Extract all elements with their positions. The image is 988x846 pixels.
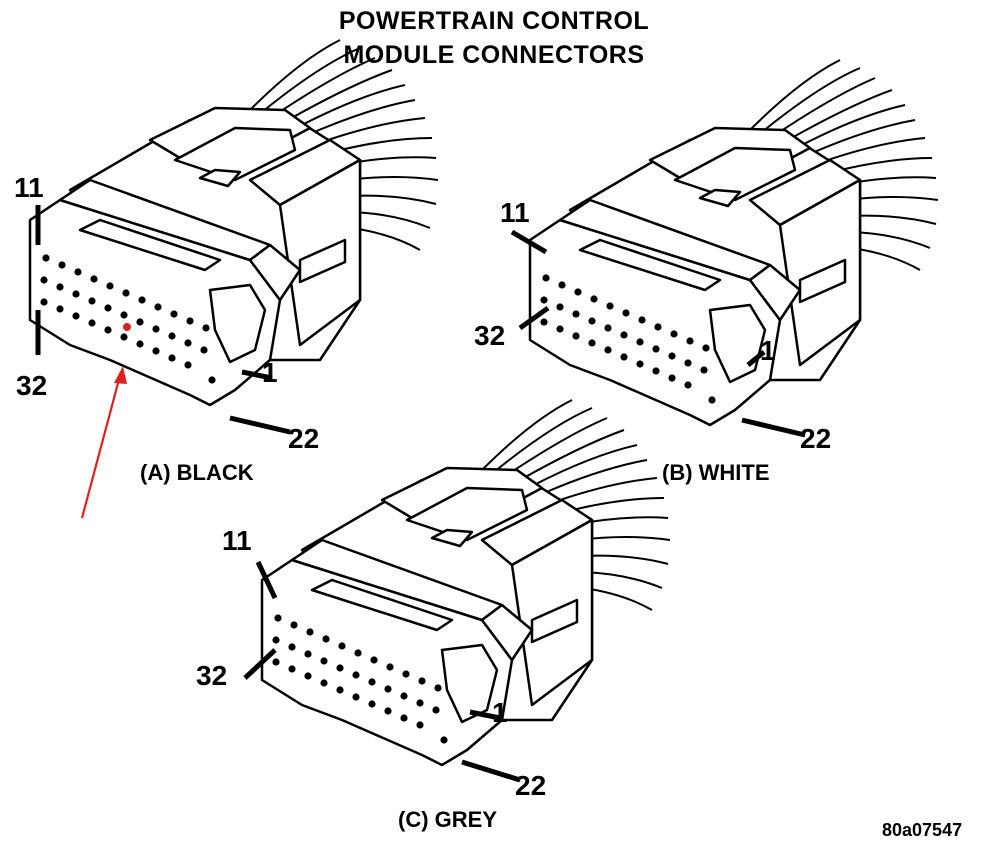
connector-a-pin-11-label: 11: [14, 172, 44, 203]
annotation-arrow: [80, 371, 123, 519]
connector-c-pin-11-label: 11: [222, 525, 252, 556]
connector-a-caption: (A) BLACK: [140, 460, 254, 485]
connector-b-pin-11-label: 11: [500, 197, 530, 228]
connector-b-pin-1-label: 1: [760, 335, 776, 366]
diagram-title-line1: POWERTRAIN CONTROL: [338, 7, 650, 35]
connector-a-pin-1-label: 1: [262, 357, 278, 388]
connector-c: 11 32 1 22 (C) GREY: [196, 398, 672, 832]
connector-a: 11 32 1 22 (A) BLACK: [14, 38, 440, 519]
connector-a-pin-32-label: 32: [16, 370, 47, 401]
annotation-arrow-head: [114, 366, 127, 384]
connector-b-pin-32-label: 32: [474, 320, 505, 351]
diagram-title-line2: MODULE CONNECTORS: [343, 41, 645, 69]
connector-b-pin-22-label: 22: [800, 423, 831, 454]
connector-a-pin-22-label: 22: [288, 423, 319, 454]
connector-b-caption: (B) WHITE: [662, 460, 770, 485]
connector-c-pin-22-label: 22: [515, 770, 546, 801]
figure-reference: 80a07547: [882, 820, 962, 840]
annotation-marker: [123, 323, 131, 331]
connector-b: 11 32 1 22 (B) WHITE: [474, 58, 940, 485]
connector-c-caption: (C) GREY: [398, 807, 497, 832]
connector-c-pin-1-label: 1: [492, 697, 508, 728]
connector-c-pin-32-label: 32: [196, 660, 227, 691]
